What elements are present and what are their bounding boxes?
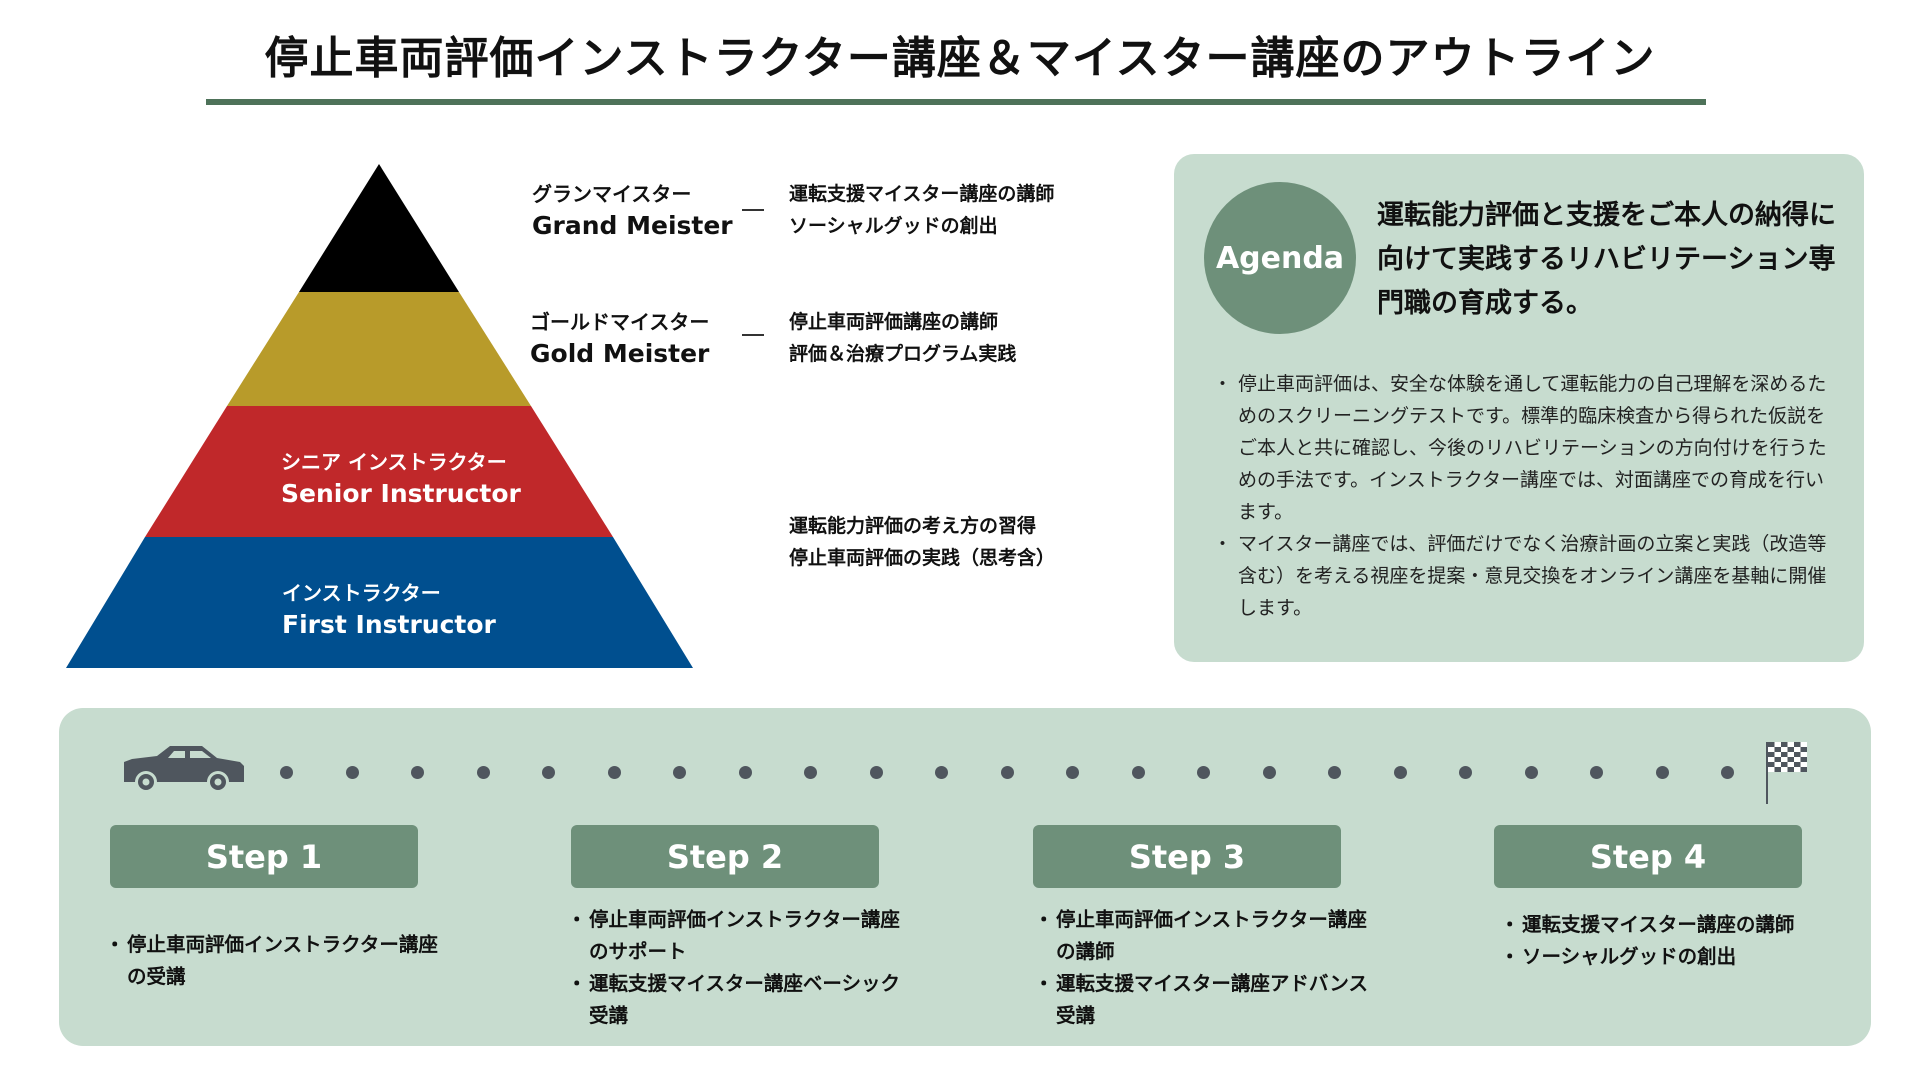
step-item: 停止車両評価インストラクター講座の受講 bbox=[105, 929, 441, 993]
roadmap-dot bbox=[804, 766, 817, 779]
roadmap-dot bbox=[1655, 766, 1669, 779]
pyramid-senior-layer bbox=[145, 406, 613, 537]
step-item: 運転支援マイスター講座の講師 bbox=[1500, 909, 1866, 941]
roadmap-dot bbox=[1393, 766, 1407, 779]
step-1-items: 停止車両評価インストラクター講座の受講 bbox=[105, 929, 441, 993]
roadmap-dot bbox=[869, 766, 883, 779]
roadmap-dot bbox=[1524, 766, 1538, 779]
step-item: ソーシャルグッドの創出 bbox=[1500, 941, 1866, 973]
dash bbox=[742, 209, 764, 211]
roadmap-dot bbox=[542, 766, 555, 779]
step-2-items: 停止車両評価インストラクター講座のサポート 運転支援マイスター講座ベーシック受講 bbox=[567, 904, 903, 1032]
roadmap-dot bbox=[1262, 766, 1276, 779]
step-3-items: 停止車両評価インストラクター講座の講師 運転支援マイスター講座アドバンス受講 bbox=[1034, 904, 1370, 1032]
step-4-items: 運転支援マイスター講座の講師 ソーシャルグッドの創出 bbox=[1500, 909, 1866, 973]
roadmap-dot bbox=[738, 766, 752, 779]
step-4-button[interactable]: Step 4 bbox=[1494, 825, 1802, 888]
step-item: 運転支援マイスター講座ベーシック受講 bbox=[567, 968, 903, 1032]
roadmap-dot bbox=[607, 766, 621, 779]
roadmap-dot bbox=[280, 766, 293, 779]
pyramid bbox=[66, 164, 693, 668]
agenda-heading: 運転能力評価と支援をご本人の納得に向けて実践するリハビリテーション専門職の育成す… bbox=[1377, 200, 1836, 319]
step-item: 運転支援マイスター講座アドバンス受講 bbox=[1034, 968, 1370, 1032]
agenda-bullet: 停止車両評価は、安全な体験を通して運転能力の自己理解を深めるためのスクリーニング… bbox=[1213, 368, 1839, 528]
agenda-bullets: 停止車両評価は、安全な体験を通して運転能力の自己理解を深めるためのスクリーニング… bbox=[1213, 368, 1839, 624]
grand-meister-desc: 運転支援マイスター講座の講師ソーシャルグッドの創出 bbox=[789, 183, 1055, 237]
step-1-button[interactable]: Step 1 bbox=[110, 825, 418, 888]
checkered-flag-icon bbox=[1766, 742, 1807, 804]
step-2-button[interactable]: Step 2 bbox=[571, 825, 879, 888]
pyramid-gold-layer bbox=[227, 292, 531, 406]
agenda-bullet: マイスター講座では、評価だけでなく治療計画の立案と実践（改造等含む）を考える視座… bbox=[1213, 528, 1839, 624]
step-3-button[interactable]: Step 3 bbox=[1033, 825, 1341, 888]
roadmap-dot bbox=[1197, 766, 1210, 779]
roadmap-dot bbox=[1721, 766, 1734, 779]
car-icon bbox=[124, 746, 244, 793]
step-item: 停止車両評価インストラクター講座の講師 bbox=[1034, 904, 1370, 968]
roadmap-dot bbox=[1000, 766, 1014, 779]
roadmap-dot bbox=[345, 766, 359, 779]
gold-meister-desc: 停止車両評価講座の講師評価＆治療プログラム実践 bbox=[789, 311, 1017, 365]
roadmap-dot bbox=[1590, 766, 1603, 779]
roadmap-dot bbox=[476, 766, 490, 779]
roadmap-dot bbox=[673, 766, 686, 779]
title-underline bbox=[206, 99, 1706, 105]
agenda-badge: Agenda bbox=[1204, 182, 1356, 334]
roadmap-dot bbox=[1328, 766, 1341, 779]
roadmap-dot bbox=[411, 766, 424, 779]
roadmap-dot bbox=[1459, 766, 1472, 779]
step-item: 停止車両評価インストラクター講座のサポート bbox=[567, 904, 903, 968]
roadmap-dot bbox=[935, 766, 948, 779]
roadmap-dot bbox=[1131, 766, 1145, 779]
instructor-desc: 運転能力評価の考え方の習得停止車両評価の実践（思考含） bbox=[789, 515, 1056, 569]
page-title: 停止車両評価インストラクター講座＆マイスター講座のアウトライン bbox=[264, 33, 1656, 84]
pyramid-grand-layer bbox=[299, 164, 459, 292]
dash bbox=[742, 334, 764, 336]
roadmap-dot bbox=[1066, 766, 1079, 779]
pyramid-first-layer bbox=[66, 537, 693, 668]
